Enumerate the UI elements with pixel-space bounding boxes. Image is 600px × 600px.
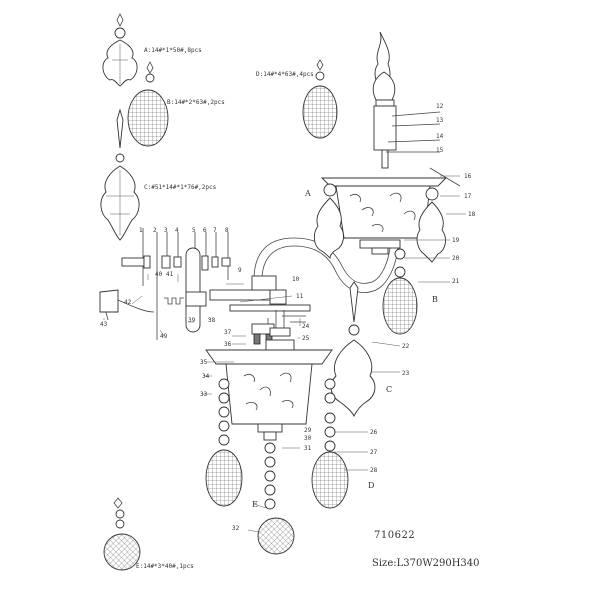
callout-letter-e: E — [252, 500, 258, 509]
callout-letter-c: C — [386, 385, 392, 394]
part-number-19: 19 — [452, 237, 460, 244]
upper-bobeche — [313, 167, 461, 263]
part-number-20: 20 — [452, 255, 460, 262]
part-number-16: 16 — [464, 173, 472, 180]
legend-label-c: C:#51*14#*1*76#,2pcs — [144, 184, 217, 191]
part-number-1: 1 — [139, 227, 143, 234]
part-number-23: 23 — [402, 370, 410, 377]
part-number-7: 7 — [213, 227, 217, 234]
part-number-33: 33 — [200, 391, 208, 398]
part-number-43: 43 — [100, 321, 108, 328]
part-number-32: 32 — [232, 525, 240, 532]
part-number-11: 11 — [296, 293, 304, 300]
legend-strand-c: C:#51*14#*1*76#,2pcs — [100, 108, 217, 241]
part-number-27: 27 — [370, 449, 378, 456]
part-number-39: 39 — [188, 317, 196, 324]
part-number-8: 8 — [225, 227, 229, 234]
part-number-10: 10 — [292, 276, 300, 283]
lower-drop-center — [257, 456, 295, 555]
callout-letter-a: A — [304, 189, 311, 198]
leader-lines — [103, 175, 466, 533]
lower-drop-left — [205, 378, 243, 507]
part-number-35: 35 — [200, 359, 208, 366]
legend-label-d: D:14#*4*63#,4pcs — [256, 71, 314, 78]
model-number: 710622 — [374, 530, 415, 541]
arm-drop-c — [330, 281, 376, 418]
part-number-34: 34 — [202, 373, 210, 380]
callout-letters: A B C D E — [252, 189, 438, 509]
callout-letter-d: D — [368, 481, 374, 490]
legend-label-b: B:14#*2*63#,2pcs — [167, 99, 225, 106]
candle-assembly — [372, 31, 441, 169]
part-number-9: 9 — [238, 267, 242, 274]
part-number-3: 3 — [164, 227, 168, 234]
part-number-28: 28 — [370, 467, 378, 474]
part-number-21: 21 — [452, 278, 460, 285]
legend-label-e: E:14#*3*40#,1pcs — [136, 563, 194, 570]
legend-strand-b: B:14#*2*63#,2pcs — [127, 61, 225, 147]
part-number-24: 24 — [302, 323, 310, 330]
part-number-31: 31 — [304, 445, 312, 452]
lower-drop-right — [311, 378, 349, 509]
part-number-2: 2 — [153, 227, 157, 234]
part-number-42: 42 — [124, 299, 132, 306]
arm-drop-b — [382, 248, 418, 335]
part-number-4: 4 — [175, 227, 179, 234]
callout-letter-b: B — [432, 295, 438, 304]
part-number-29: 29 — [304, 427, 312, 434]
part-number-40: 40 — [155, 271, 163, 278]
part-number-30: 30 — [304, 435, 312, 442]
part-number-25: 25 — [302, 335, 310, 342]
part-number-14: 14 — [436, 133, 444, 140]
part-number-18: 18 — [468, 211, 476, 218]
part-number-labels: 1 2 3 4 5 6 7 8 9 10 11 12 13 14 15 16 1… — [100, 103, 476, 532]
part-number-17: 17 — [464, 193, 472, 200]
legend-strand-e: E:14#*3*40#,1pcs — [103, 497, 194, 571]
part-number-13: 13 — [436, 117, 444, 124]
part-number-37: 37 — [224, 329, 232, 336]
size-spec: Size:L370W290H340 — [372, 558, 480, 569]
part-number-22: 22 — [402, 343, 410, 350]
part-number-26: 26 — [370, 429, 378, 436]
lower-bobeche — [205, 339, 333, 454]
legend-strand-d: D:14#*4*63#,4pcs — [256, 59, 338, 139]
part-number-49: 49 — [160, 333, 168, 340]
part-number-6: 6 — [203, 227, 207, 234]
part-number-36: 36 — [224, 341, 232, 348]
part-number-38: 38 — [208, 317, 216, 324]
part-number-15: 15 — [436, 147, 444, 154]
part-number-5: 5 — [192, 227, 196, 234]
legend-label-a: A:14#*1*50#,8pcs — [144, 47, 202, 54]
wall-mount-parts — [99, 228, 311, 345]
part-number-41: 41 — [166, 271, 174, 278]
legend-strand-a: A:14#*1*50#,8pcs — [102, 13, 202, 87]
part-number-12: 12 — [436, 103, 444, 110]
